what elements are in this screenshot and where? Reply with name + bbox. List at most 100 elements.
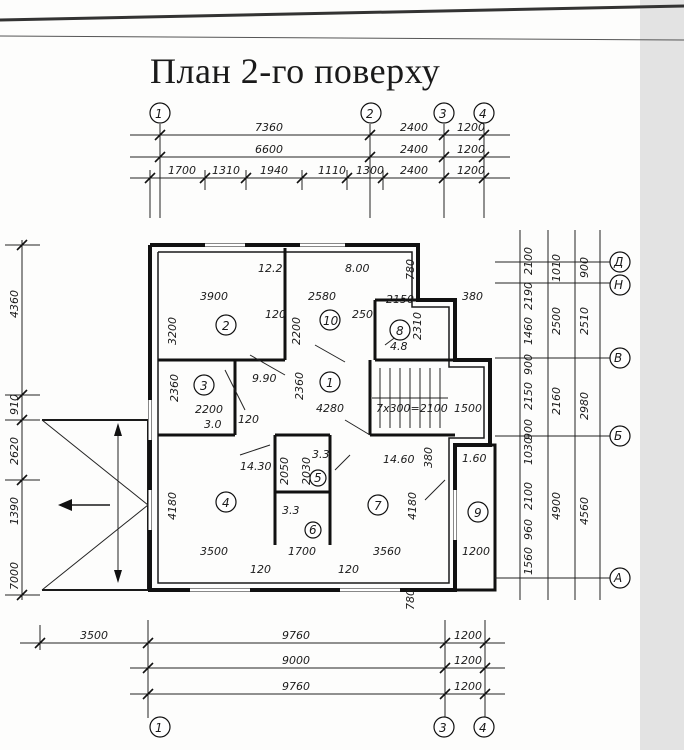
- scan-top-line: [0, 35, 684, 41]
- dim-right-2160: 2160: [550, 387, 563, 415]
- dim-left-2620: 2620: [8, 437, 21, 465]
- left-dimension-lines: [5, 239, 40, 601]
- dim-top-7360: 7360: [255, 121, 283, 134]
- room-10-area: 8.00: [345, 262, 370, 275]
- dim-int-2030: 2030: [300, 457, 313, 485]
- dim-int-2360-a: 2360: [168, 374, 181, 402]
- room-4-area: 14.30: [240, 460, 272, 473]
- dim-int-stairs: 7x300=2100: [376, 402, 448, 415]
- dim-int-3200-b: 2200: [290, 317, 303, 345]
- dim-int-120-a: 120: [265, 308, 286, 321]
- axis-bottom-3: 3: [439, 721, 447, 735]
- right-axis-bubbles: [609, 251, 631, 589]
- exterior-walls: [148, 243, 492, 592]
- right-dimension-lines: [495, 230, 610, 600]
- dim-left-4360: 4360: [8, 290, 21, 318]
- dim-int-2580: 2580: [308, 290, 336, 303]
- dim-int-2050: 2050: [278, 457, 291, 485]
- axis-right-v: В: [614, 351, 622, 365]
- dim-bottom-3500: 3500: [80, 629, 108, 642]
- dim-int-1700: 1700: [288, 545, 316, 558]
- axis-right-b: Б: [614, 429, 622, 443]
- axis-right-n: Н: [614, 278, 623, 292]
- dim-right-2510: 2510: [578, 307, 591, 335]
- axis-right-a: А: [613, 571, 622, 585]
- dim-int-120-b: 120: [238, 413, 259, 426]
- dim-int-780-a: 780: [404, 259, 417, 280]
- dim-top-1200-c: 1200: [457, 164, 485, 177]
- dim-bottom-1200-b: 1200: [454, 654, 482, 667]
- dim-right-2100b: 2100: [522, 482, 535, 510]
- dim-int-1500: 1500: [454, 402, 482, 415]
- room-5-area: 3.3: [312, 448, 330, 461]
- room-4-number: 4: [222, 496, 230, 510]
- dim-left-910: 910: [8, 394, 21, 415]
- interior-walls: [158, 248, 455, 545]
- dim-int-4180-b: 4180: [406, 492, 419, 520]
- dim-right-4900: 4900: [550, 492, 563, 520]
- room-5-number: 5: [314, 471, 322, 485]
- dim-int-780-b: 780: [404, 589, 417, 610]
- dim-right-2500: 2500: [550, 307, 563, 335]
- dim-int-3200-a: 3200: [166, 317, 179, 345]
- dim-int-2200: 2200: [195, 403, 223, 416]
- dim-int-120-c: 120: [250, 563, 271, 576]
- room-7-area: 14.60: [383, 453, 415, 466]
- bottom-axis-bubbles: [149, 716, 495, 738]
- dim-right-2190: 2190: [522, 282, 535, 310]
- axis-bottom-1: 1: [155, 721, 163, 735]
- dim-right-1560: 1560: [522, 547, 535, 575]
- dim-int-3500: 3500: [200, 545, 228, 558]
- dim-top-1200-a: 1200: [457, 121, 485, 134]
- dim-right-4560: 4560: [578, 497, 591, 525]
- room-1-area: 4280: [316, 402, 344, 415]
- dim-top-6600: 6600: [255, 143, 283, 156]
- room-8-area: 4.8: [390, 340, 408, 353]
- dim-bottom-9760-a: 9760: [282, 629, 310, 642]
- dim-int-3900: 3900: [200, 290, 228, 303]
- room-10-number: 10: [323, 314, 339, 328]
- axis-bottom-4: 4: [479, 721, 487, 735]
- room9-walls: [455, 443, 497, 592]
- dim-int-2310: 2310: [411, 312, 424, 340]
- room-1-number: 1: [326, 376, 334, 390]
- axis-top-4: 4: [479, 107, 487, 121]
- scan-top-edge: [0, 4, 684, 22]
- dim-left-1390: 1390: [8, 497, 21, 525]
- dim-left-7000: 7000: [8, 562, 21, 590]
- bottom-dimension-lines: [20, 620, 505, 718]
- dim-top-2400-b: 2400: [400, 143, 428, 156]
- room-7-number: 7: [374, 499, 382, 513]
- room-6-area: 3.3: [282, 504, 300, 517]
- axis-top-3: 3: [439, 107, 447, 121]
- room-9-number: 9: [474, 506, 482, 520]
- scan-edge-shadow: [640, 0, 684, 750]
- dim-int-2150: 2150: [386, 293, 414, 306]
- dim-right-900a: 900: [522, 354, 535, 375]
- dim-top-1940: 1940: [260, 164, 288, 177]
- dim-right-2150: 2150: [522, 382, 535, 410]
- room-circles: [193, 309, 489, 539]
- room-2-area: 12.2: [258, 262, 283, 275]
- dim-right-2100: 2100: [522, 247, 535, 275]
- dim-top-1110: 1110: [318, 164, 346, 177]
- left-terrace: [41, 419, 149, 591]
- room-2-number: 2: [222, 319, 230, 333]
- room-3-area: 9.90: [252, 372, 277, 385]
- dim-int-3560: 3560: [373, 545, 401, 558]
- dim-right-900c: 900: [578, 257, 591, 278]
- room-9-area: 1.60: [462, 452, 487, 465]
- dim-top-2400-a: 2400: [400, 121, 428, 134]
- dim-int-2360-b: 2360: [293, 372, 306, 400]
- dim-right-900b: 900: [522, 419, 535, 440]
- dim-top-1200-b: 1200: [457, 143, 485, 156]
- axis-right-d: Д: [613, 255, 623, 269]
- dim-right-1030: 1030: [522, 437, 535, 465]
- dim-top-1300: 1300: [356, 164, 384, 177]
- dim-top-1310: 1310: [212, 164, 240, 177]
- dim-int-3-0: 3.0: [204, 418, 222, 431]
- dim-bottom-9760-b: 9760: [282, 680, 310, 693]
- dim-right-1010: 1010: [550, 254, 563, 282]
- plan-title: План 2-го поверху: [150, 51, 441, 91]
- dim-top-2400-c: 2400: [400, 164, 428, 177]
